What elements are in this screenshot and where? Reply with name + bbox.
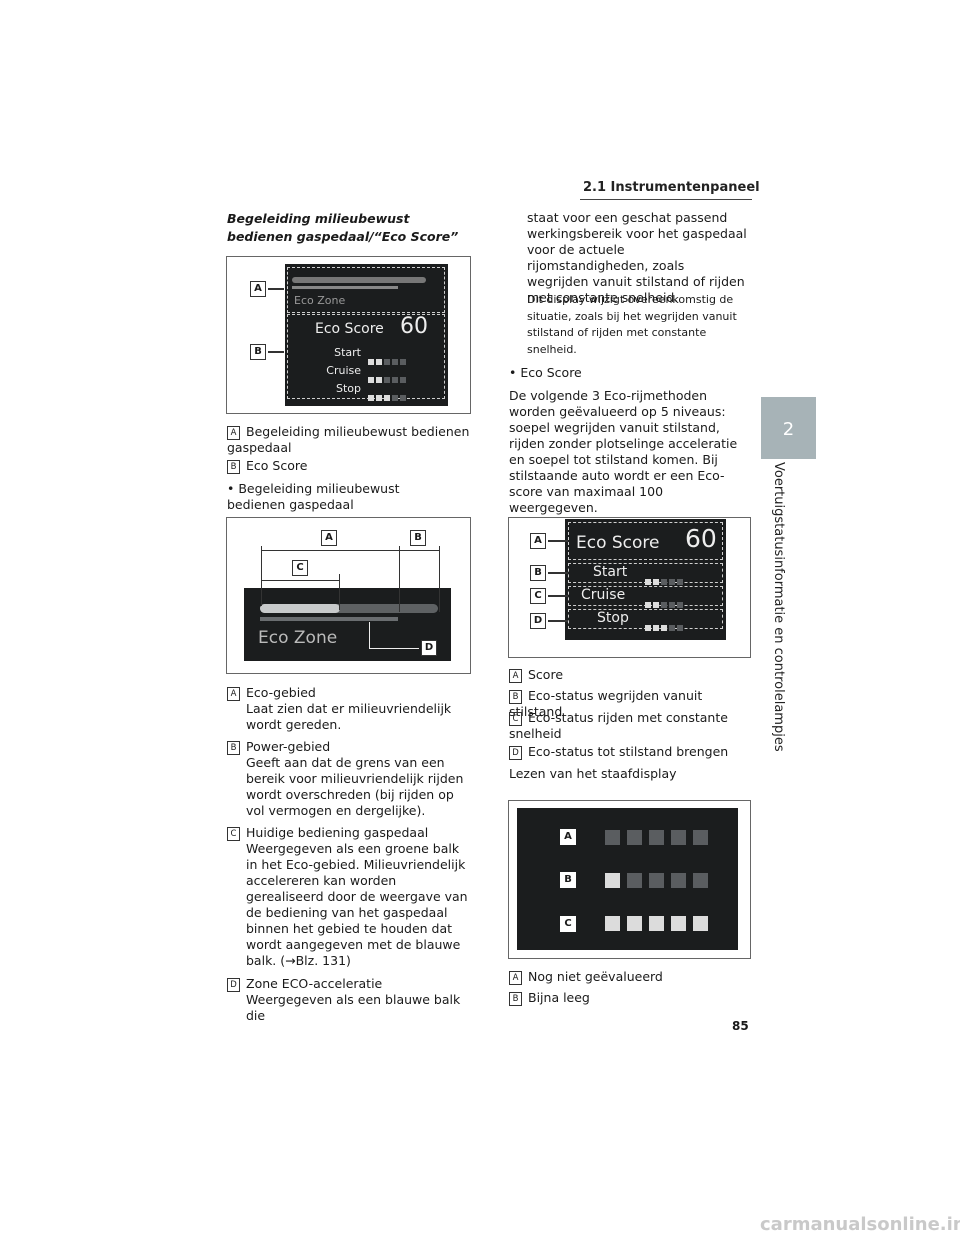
- header-rule: [580, 199, 752, 200]
- region-a-outline: [287, 267, 445, 313]
- watermark: carmanualsonline.info: [760, 1214, 960, 1235]
- chapter-tab: [761, 397, 816, 459]
- dim-b: [401, 550, 440, 551]
- leader-d: [369, 622, 370, 648]
- callout-b: B: [560, 872, 576, 888]
- figure-bar-levels: A B C: [508, 800, 751, 959]
- section-title: Begeleiding milieubewust bedienen gasped…: [227, 211, 459, 244]
- region-a-outline: [568, 522, 723, 560]
- continued-text: staat voor een geschat passend werkingsb…: [527, 210, 747, 305]
- eco-score-label: Eco Score: [315, 321, 384, 337]
- callout-line: [548, 595, 568, 597]
- callout-a: A: [250, 281, 266, 297]
- power-bar: [260, 604, 438, 613]
- eco-zone-screen: Eco Zone: [244, 588, 451, 661]
- bullet-eco-score: • Eco Score: [509, 365, 582, 380]
- chapter-number: 2: [782, 419, 795, 440]
- eco-accel-zone-bar: [260, 617, 398, 621]
- callout-b: B: [410, 530, 426, 546]
- callout-c: C: [530, 588, 546, 604]
- ext-line: [439, 546, 440, 612]
- row-start: Start: [334, 346, 361, 359]
- eco-score-paragraph: De volgende 3 Eco-rijmethoden worden geë…: [509, 388, 738, 515]
- cruise-bars: [368, 368, 408, 387]
- callout-b: B: [250, 344, 266, 360]
- callout-line: [268, 288, 284, 290]
- chapter-title: Voertuigstatusinformatie en controlelamp…: [771, 462, 786, 752]
- start-bars: [645, 570, 685, 589]
- figure-eco-zone: Eco Zone A B C D: [226, 517, 471, 674]
- eco-zone-label: Eco Zone: [258, 628, 338, 648]
- start-bars: [368, 350, 408, 369]
- level-row-b: [605, 873, 715, 892]
- row-cruise: Cruise: [581, 587, 626, 603]
- level-row-a: [605, 830, 715, 849]
- section-header: 2.1 Instrumentenpaneel: [583, 180, 760, 195]
- ext-line: [399, 546, 400, 612]
- callout-line: [268, 351, 284, 353]
- ext-line: [261, 546, 262, 606]
- level-row-c: [605, 916, 715, 935]
- callout-b: B: [530, 565, 546, 581]
- eco-zone-bar: [292, 286, 398, 289]
- bullet-begeleiding: • Begeleiding milieubewust bedienen gasp…: [227, 481, 400, 512]
- page-number: 85: [732, 1019, 749, 1033]
- display-screen: Eco Zone Eco Score 60 Start Cruise Stop: [285, 264, 448, 406]
- cruise-bars: [645, 593, 685, 612]
- figure-eco-score: Eco Score 60 Start Cruise Stop A B C D: [508, 517, 751, 658]
- figure-eco-display: Eco Zone Eco Score 60 Start Cruise Stop …: [226, 256, 471, 414]
- bar-display-heading: Lezen van het staafdisplay: [509, 766, 677, 781]
- callout-a: A: [560, 829, 576, 845]
- callout-d: D: [421, 640, 437, 656]
- callout-line: [548, 540, 568, 542]
- leader-d: [369, 648, 419, 649]
- row-stop: Stop: [597, 610, 629, 626]
- ext-line: [339, 574, 340, 610]
- row-start: Start: [593, 564, 628, 580]
- row-cruise: Cruise: [326, 364, 361, 377]
- eco-score-label: Eco Score: [576, 533, 660, 553]
- stop-bars: [368, 386, 408, 405]
- eco-bar: [292, 277, 426, 283]
- callout-c: C: [292, 560, 308, 576]
- bar-screen: A B C: [517, 808, 738, 950]
- callout-line: [548, 572, 568, 574]
- dim-c: [261, 580, 339, 581]
- callout-d: D: [530, 613, 546, 629]
- accelerator-bar: [260, 604, 340, 613]
- callout-a: A: [321, 530, 337, 546]
- callout-line: [548, 620, 568, 622]
- note-text: Dit display wijzigt overeenkomstig de si…: [527, 293, 737, 356]
- row-stop: Stop: [335, 382, 361, 395]
- callout-c: C: [560, 916, 576, 932]
- eco-score-value: 60: [685, 524, 717, 553]
- eco-zone-label: Eco Zone: [294, 294, 346, 307]
- dim-a: [261, 550, 401, 551]
- eco-score-value: 60: [400, 314, 428, 339]
- callout-a: A: [530, 533, 546, 549]
- stop-bars: [645, 616, 685, 635]
- score-screen: Eco Score 60 Start Cruise Stop: [565, 519, 726, 640]
- region-b-outline: [287, 314, 445, 399]
